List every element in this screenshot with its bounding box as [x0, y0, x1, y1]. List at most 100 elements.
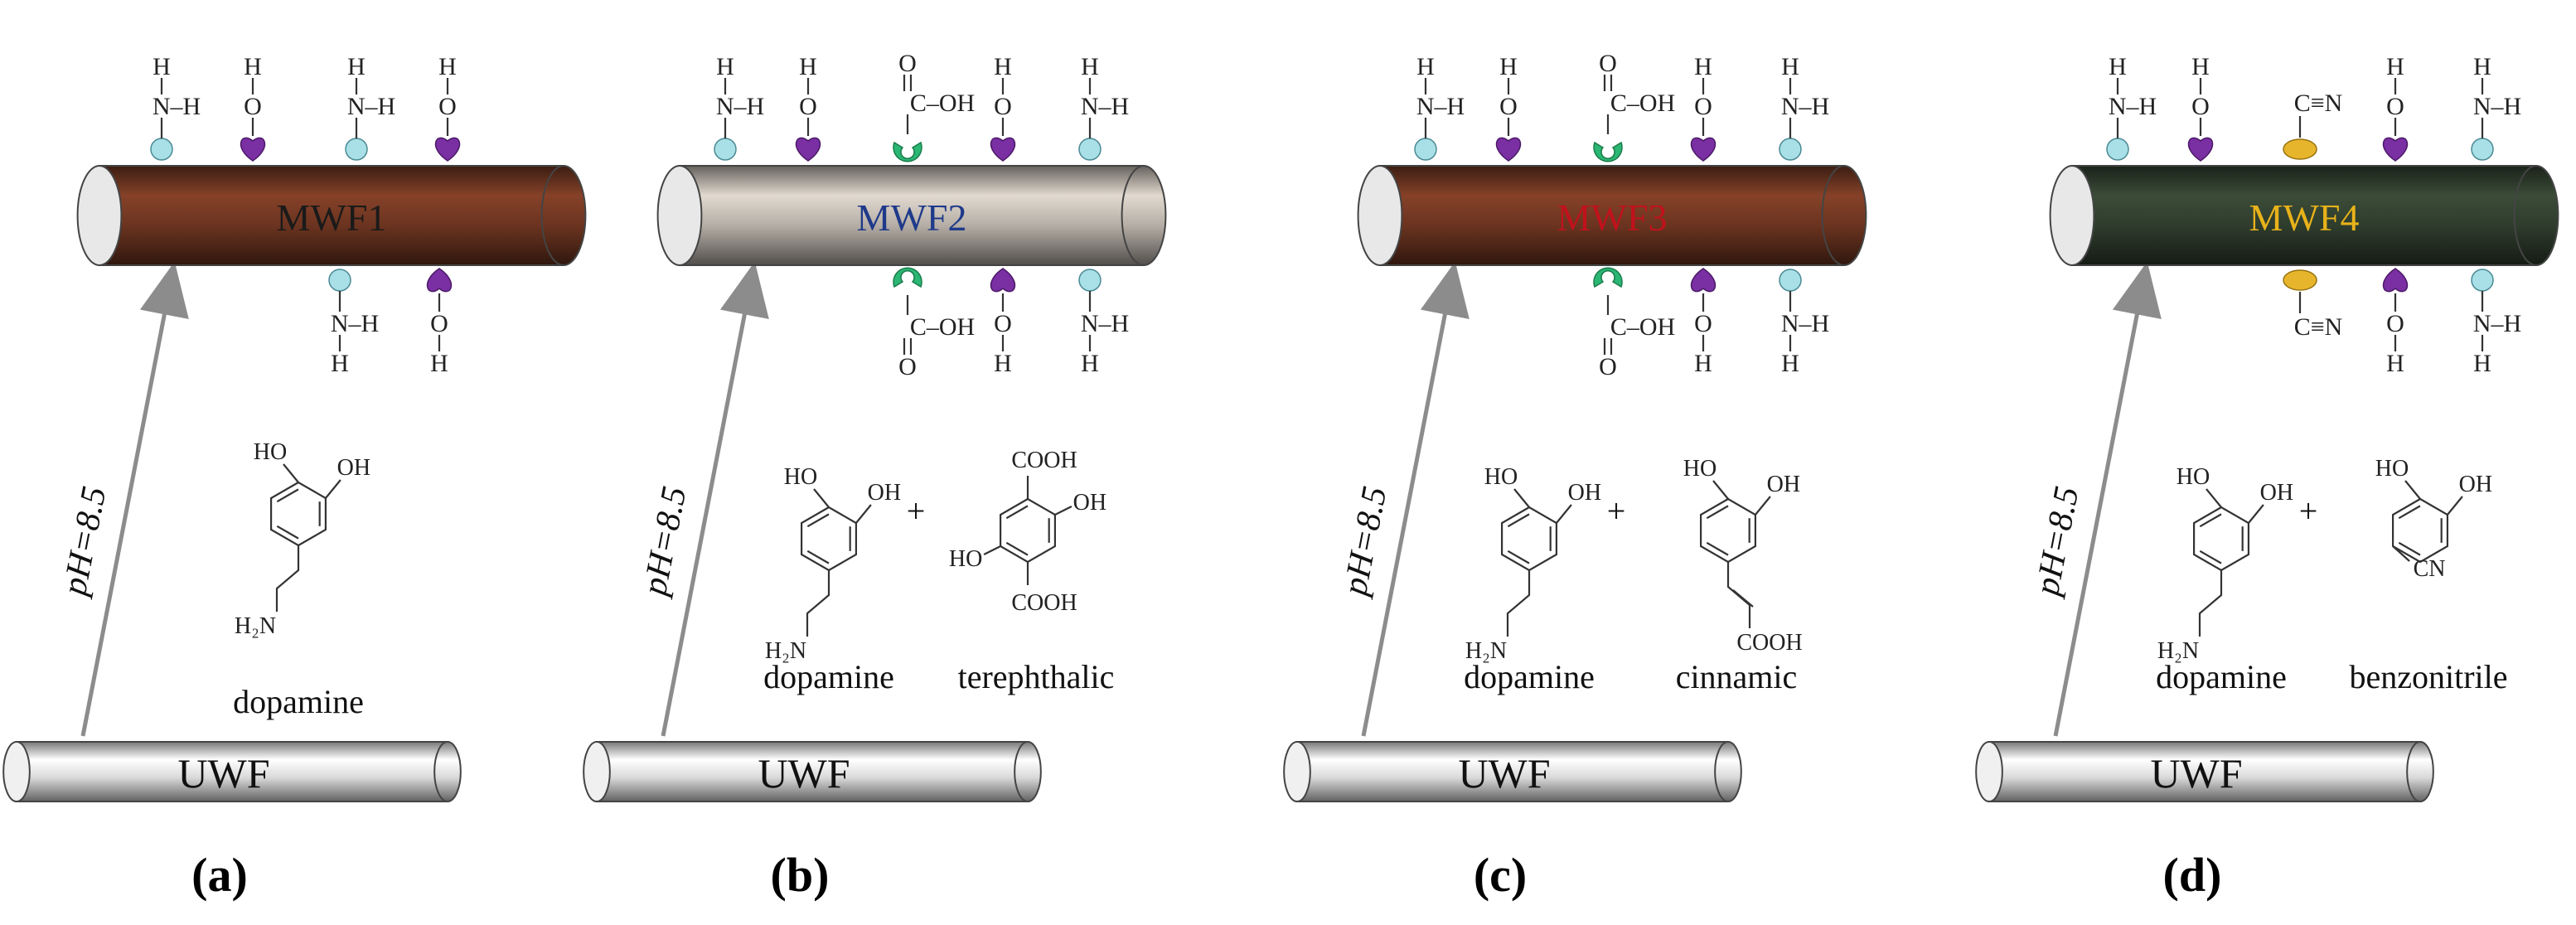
dopamine-name: dopamine [1464, 658, 1595, 695]
uwf-fiber [2, 741, 462, 802]
uwf-fiber [583, 741, 1042, 802]
amine-n-label: N–H [331, 310, 379, 337]
amine-bead [714, 138, 737, 161]
hydroxyl-o-label: O [1694, 93, 1712, 120]
hydroxyl-bead [434, 137, 461, 162]
panel-c: UWF(c)pH=8.5MWF3N–HHOHC–OHOOHN–HHC–OHOOH… [1283, 50, 1867, 902]
uwf-label: UWF [2150, 750, 2242, 797]
amine-h-label: H [2473, 350, 2491, 377]
nitrile-bead [2283, 269, 2317, 291]
plus-sign: + [2299, 492, 2318, 530]
plus-sign: + [1607, 492, 1626, 530]
carboxyl-bead [1593, 267, 1623, 288]
amine-bead [2471, 138, 2494, 161]
hydroxyl-o-label: O [2386, 310, 2404, 337]
carboxyl-group: C–OHO [893, 267, 975, 380]
amine-bead [1078, 269, 1102, 292]
amine-group: N–HH [1078, 269, 1129, 377]
modified-fiber [76, 165, 587, 266]
dopamine-ho-label: HO [784, 464, 817, 490]
dopamine-name: dopamine [763, 658, 894, 695]
amine-n-label: N–H [1081, 310, 1129, 337]
reaction-arrow [2053, 261, 2162, 737]
comonomer-name: terephthalic [958, 658, 1115, 695]
hydroxyl-group: OH [240, 53, 266, 162]
hydroxyl-group: OH [1495, 53, 1522, 162]
amine-group: N–H H [1414, 53, 1465, 161]
hydroxyl-bead [426, 268, 453, 293]
reaction-arrow [80, 261, 189, 737]
cooh-label: COOH [1736, 630, 1802, 656]
amine-bead [1078, 138, 1102, 161]
cooh-bottom-label: COOH [1011, 590, 1077, 616]
amine-bead [2106, 138, 2129, 161]
amine-h-label: H [347, 53, 366, 80]
uwf-label: UWF [758, 750, 850, 797]
ho-left-label: HO [1683, 456, 1717, 482]
dopamine-oh-label: OH [2260, 480, 2293, 506]
ho-left-label: HO [2375, 456, 2409, 482]
reaction-arrow [661, 261, 769, 737]
hydroxyl-h-label: H [2386, 350, 2404, 377]
dopamine-ho-label: HO [1484, 464, 1518, 490]
benzene-ring [999, 497, 1057, 564]
hydroxyl-bead [1495, 137, 1522, 162]
amine-h-label: H [153, 53, 171, 80]
hydroxyl-h-label: H [1694, 350, 1712, 377]
hydroxyl-h-label: H [2386, 53, 2404, 80]
hydroxyl-h-label: H [1694, 53, 1712, 80]
dopamine-nh2-label: H₂N [2157, 638, 2199, 664]
ho-left-label: HO [949, 546, 982, 572]
dopamine-oh-label: OH [337, 455, 370, 481]
nitrile-bead [2283, 138, 2317, 160]
carboxyl-group: C–OHO [893, 50, 975, 162]
amine-group: N–HH [714, 53, 764, 161]
amine-n-label: N–H [1081, 93, 1129, 120]
carboxyl-bead [893, 267, 922, 288]
amine-n-label: N–H [153, 93, 201, 120]
hydroxyl-o-label: O [1499, 93, 1518, 120]
hydroxyl-bead [2382, 268, 2409, 293]
hydroxyl-h-label: H [799, 53, 817, 80]
dopamine-nh2-label: H₂N [235, 613, 276, 639]
amine-h-label: H [1416, 53, 1435, 80]
hydroxyl-group: OH [2187, 53, 2214, 162]
amine-group: N–HH [2106, 53, 2157, 161]
hydroxyl-h-label: H [244, 53, 262, 80]
benzene-ring [1500, 506, 1558, 572]
hydroxyl-bead [1690, 137, 1717, 162]
hydroxyl-h-label: H [994, 53, 1012, 80]
amine-n-label: N–H [1781, 93, 1829, 120]
amine-bead [150, 138, 173, 161]
oh-right-label: OH [2459, 472, 2492, 497]
dopamine-oh-label: OH [868, 480, 901, 506]
ph-label: pH=8.5 [55, 483, 114, 600]
amine-n-label: N–H [1416, 93, 1465, 120]
benzene-ring [800, 506, 858, 572]
nitrile-group: C≡N [2283, 90, 2342, 160]
dopamine-ho-label: HO [254, 439, 287, 465]
modified-fiber-label: MWF3 [1557, 196, 1668, 239]
hydroxyl-group: OH [2382, 268, 2409, 377]
benzene-ring [269, 481, 327, 547]
nitrile-label: C≡N [2294, 313, 2343, 341]
hydroxyl-h-label: H [2191, 53, 2210, 80]
modified-fiber [656, 165, 1167, 266]
oh-right-label: OH [1073, 490, 1106, 516]
plus-sign: + [907, 492, 926, 530]
panel-label: (c) [1474, 848, 1527, 902]
carboxyl-o-label: O [898, 353, 917, 380]
hydroxyl-group: OH [1690, 268, 1717, 377]
hydroxyl-bead [795, 137, 821, 162]
comonomer-name: benzonitrile [2349, 658, 2507, 695]
hydroxyl-bead [240, 137, 266, 162]
amine-bead [2471, 269, 2494, 292]
hydroxyl-group: OH [434, 53, 461, 162]
